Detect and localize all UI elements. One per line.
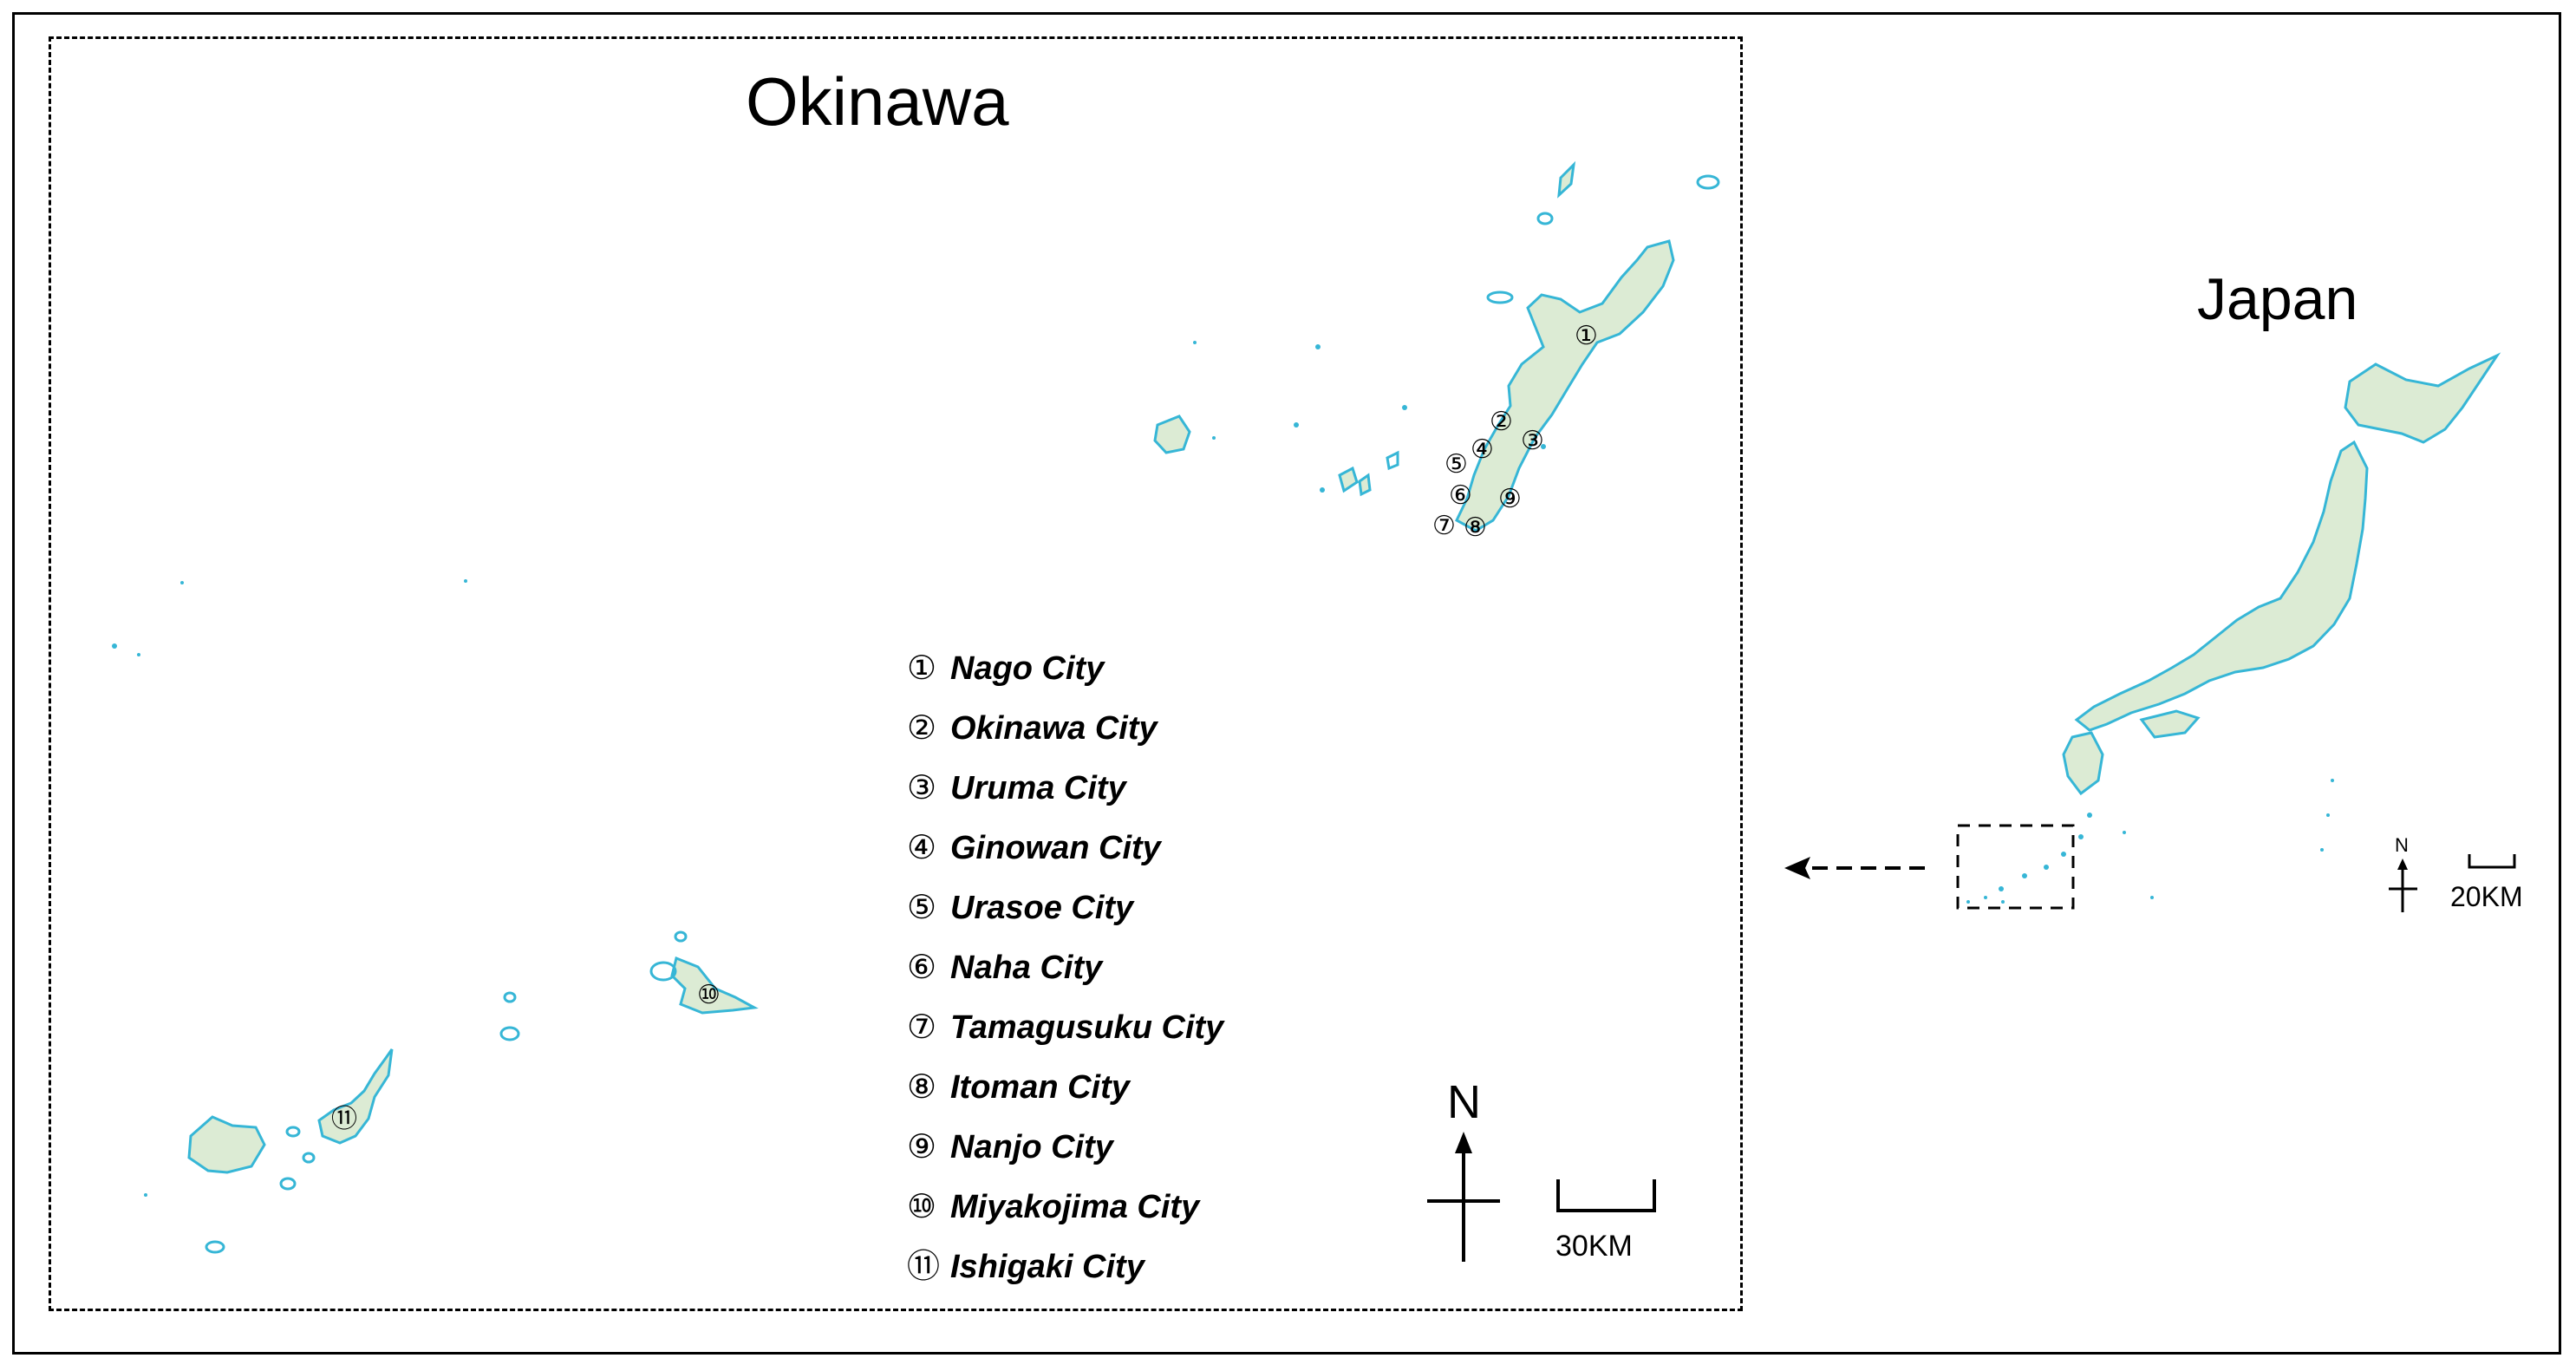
legend-number: ⑨ xyxy=(907,1127,937,1165)
legend-label: Ginowan City xyxy=(950,830,1161,866)
okinawa-north-arrow xyxy=(1427,1132,1500,1262)
legend-label: Nanjo City xyxy=(950,1129,1113,1165)
okinawa-locator-box xyxy=(1956,824,2075,910)
japan-title: Japan xyxy=(2197,266,2358,332)
japan-scale-label: 20KM xyxy=(2450,881,2523,912)
island-miyako xyxy=(670,956,759,1015)
legend-item: ⑦ Tamagusuku City xyxy=(907,1001,1223,1061)
legend-label: Naha City xyxy=(950,950,1103,986)
legend-item: ④ Ginowan City xyxy=(907,821,1223,881)
legend-label: Okinawa City xyxy=(950,710,1158,747)
okinawa-inset-box xyxy=(49,36,1743,1311)
marker-nago: ① xyxy=(1575,321,1598,351)
island-kume xyxy=(1153,415,1191,454)
legend-number: ⑧ xyxy=(907,1067,937,1106)
islands-kerama xyxy=(1338,466,1372,497)
okinawa-scale-label: 30KM xyxy=(1555,1230,1633,1263)
okinawa-scale-bar xyxy=(1556,1179,1656,1212)
japan-scale-bar xyxy=(2468,854,2516,869)
legend-item: ③ Uruma City xyxy=(907,761,1223,821)
marker-urasoe: ⑤ xyxy=(1445,449,1468,480)
island-iheya-east xyxy=(1696,174,1720,190)
japan-honshu xyxy=(2074,440,2369,732)
legend-number: ⑩ xyxy=(907,1187,937,1225)
legend-label: Miyakojima City xyxy=(950,1189,1200,1225)
islands-aguni xyxy=(1386,450,1399,471)
locator-arrow xyxy=(1784,857,1925,879)
marker-ginowan: ④ xyxy=(1471,434,1494,465)
legend-item: ⑥ Naha City xyxy=(907,941,1223,1001)
island-ie xyxy=(1486,291,1514,304)
legend-label: Tamagusuku City xyxy=(950,1009,1224,1046)
legend-label: Nago City xyxy=(950,650,1105,687)
marker-nanjo: ⑨ xyxy=(1498,484,1522,514)
legend-number: ③ xyxy=(907,768,937,806)
marker-naha: ⑥ xyxy=(1449,480,1472,511)
island-iheya xyxy=(1557,160,1576,199)
island-ishigaki xyxy=(317,1048,394,1145)
legend-item: ⑩ Miyakojima City xyxy=(907,1180,1223,1240)
legend-item: ⑧ Itoman City xyxy=(907,1061,1223,1120)
island-iriomote xyxy=(187,1115,266,1174)
island-izena xyxy=(1536,212,1554,225)
okinawa-compass-label: N xyxy=(1447,1076,1481,1128)
japan-shikoku xyxy=(2139,709,2201,739)
marker-okinawa: ② xyxy=(1490,407,1513,437)
japan-kyushu xyxy=(2062,731,2104,796)
okinawa-title: Okinawa xyxy=(746,63,1009,140)
city-legend: ① Nago City ② Okinawa City ③ Uruma City ④ Gi… xyxy=(907,642,1223,1300)
legend-item: ⑤ Urasoe City xyxy=(907,881,1223,941)
marker-miyakojima: ⑩ xyxy=(697,980,721,1010)
japan-compass-label: N xyxy=(2395,834,2409,856)
legend-item: ⑨ Nanjo City xyxy=(907,1120,1223,1180)
okinawa-main-island xyxy=(1455,239,1675,532)
marker-tamagusuku: ⑦ xyxy=(1432,511,1456,541)
legend-item: ① Nago City xyxy=(907,642,1223,702)
legend-number: ⑪ xyxy=(907,1247,941,1285)
figure-frame xyxy=(12,12,2561,1355)
marker-itoman: ⑧ xyxy=(1464,512,1487,543)
legend-label: Uruma City xyxy=(950,770,1126,806)
marker-ishigaki: ⑪ xyxy=(331,1104,357,1134)
legend-number: ① xyxy=(907,649,937,687)
japan-hokkaido xyxy=(2344,352,2501,444)
legend-item: ② Okinawa City xyxy=(907,702,1223,761)
legend-label: Urasoe City xyxy=(950,890,1134,926)
marker-uruma: ③ xyxy=(1521,426,1544,456)
legend-number: ⑥ xyxy=(907,948,937,986)
legend-number: ⑦ xyxy=(907,1008,937,1046)
legend-label: Itoman City xyxy=(950,1069,1130,1106)
legend-number: ⑤ xyxy=(907,888,937,926)
japan-north-arrow xyxy=(2389,859,2417,912)
legend-number: ④ xyxy=(907,828,937,866)
legend-label: Ishigaki City xyxy=(950,1249,1145,1285)
legend-number: ② xyxy=(907,708,937,747)
